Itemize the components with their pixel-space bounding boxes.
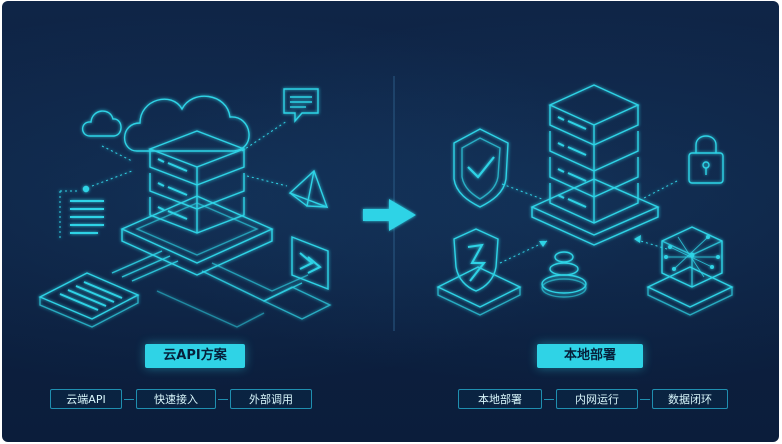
left-tag-2: 快速接入	[136, 389, 216, 409]
shield-lightning-icon	[436, 228, 522, 316]
small-cloud-icon	[81, 110, 122, 137]
api-card-icon	[38, 250, 309, 328]
tag-connector	[544, 399, 554, 400]
shield-check-icon	[453, 128, 509, 208]
right-tag-1: 本地部署	[458, 389, 542, 409]
dotted-connectors	[59, 120, 288, 241]
right-tag-3: 数据闭环	[652, 389, 728, 409]
forward-arrow-icon	[262, 235, 332, 320]
padlock-icon	[688, 135, 724, 184]
chat-bubble-icon	[283, 88, 319, 123]
paper-plane-icon	[288, 169, 329, 209]
left-title-pill: 云API方案	[145, 344, 245, 368]
dotted-connectors-right	[499, 180, 678, 264]
left-tag-1: 云端API	[50, 389, 122, 409]
left-tag-3: 外部调用	[230, 389, 312, 409]
right-tag-2: 内网运行	[556, 389, 638, 409]
document-lines-icon	[70, 200, 104, 234]
cloud-server-icon	[120, 95, 274, 276]
network-cube-icon	[646, 226, 734, 316]
tag-connector	[640, 399, 650, 400]
tag-connector	[124, 399, 134, 400]
right-title-pill: 本地部署	[537, 344, 643, 368]
transfer-arrow-icon	[363, 199, 416, 231]
server-stack-icon	[530, 84, 660, 246]
tag-connector	[218, 399, 228, 400]
stone-stack-icon	[541, 251, 587, 298]
